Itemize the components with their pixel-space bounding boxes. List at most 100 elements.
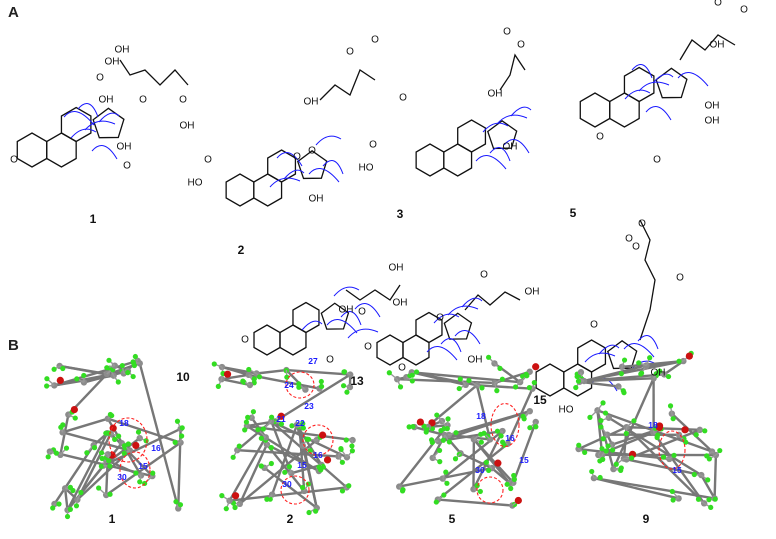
hydrogen-atom <box>133 470 139 476</box>
hydrogen-atom <box>443 469 449 475</box>
atom-label: O <box>596 131 604 143</box>
hydrogen-atom <box>67 506 73 512</box>
hydrogen-atom <box>576 442 582 448</box>
bond-stick <box>652 431 706 505</box>
hydrogen-atom <box>669 488 675 495</box>
hydrogen-atom <box>620 388 626 394</box>
atom-number-label: 15 <box>138 461 148 471</box>
hydrogen-atom <box>453 430 459 436</box>
hydrogen-atom <box>258 463 264 469</box>
hydrogen-atom <box>647 355 653 361</box>
noesy-correlation <box>285 371 315 399</box>
atom-label: O <box>653 154 661 166</box>
hydrogen-atom <box>485 354 492 360</box>
hmbc-arrow <box>447 305 479 316</box>
hydrogen-atom <box>91 445 98 451</box>
hydrogen-atom <box>299 484 306 491</box>
hydrogen-atom <box>603 448 609 454</box>
hydrogen-atom <box>573 384 579 391</box>
hmbc-arrow <box>440 338 462 353</box>
hydrogen-atom <box>497 365 503 371</box>
bond-stick <box>583 377 654 383</box>
hydrogen-atom <box>413 369 420 375</box>
hydrogen-atom <box>660 454 667 460</box>
compound-number: 3 <box>396 207 404 221</box>
hydrogen-atom <box>74 376 80 382</box>
bond-stick <box>105 441 182 497</box>
model-number: 1 <box>108 512 116 526</box>
atom-label: O <box>625 233 633 245</box>
atom-label: O <box>638 218 646 230</box>
bond-stick <box>266 443 320 473</box>
hydrogen-atom <box>243 419 250 425</box>
hydrogen-atom <box>691 471 697 478</box>
hmbc-arrow <box>637 335 659 350</box>
hydrogen-atom <box>452 456 459 462</box>
hydrogen-atom <box>441 492 447 498</box>
noesy-correlation <box>490 402 520 448</box>
hydrogen-atom <box>600 456 606 462</box>
hydrogen-atom <box>457 376 463 382</box>
hydrogen-atom <box>400 487 406 493</box>
hydrogen-atom <box>665 373 672 380</box>
atom-label: O <box>241 334 249 346</box>
atom-number-label: 27 <box>308 356 318 366</box>
hydrogen-atom <box>219 493 225 499</box>
atom-number-label: 30 <box>282 479 292 489</box>
hydrogen-atom <box>683 439 689 445</box>
hydrogen-atom <box>230 454 236 460</box>
bond-stick <box>593 476 679 500</box>
bond-stick <box>107 417 181 444</box>
hmbc-arrow <box>475 155 507 170</box>
hydrogen-atom <box>211 361 217 367</box>
hydrogen-atom <box>653 371 659 377</box>
hmbc-arrow <box>70 128 97 139</box>
hydrogen-atom <box>51 366 57 372</box>
hydrogen-atom <box>284 374 290 380</box>
hydrogen-atom <box>268 460 274 467</box>
hydrogen-atom <box>250 409 256 415</box>
hydrogen-atom <box>232 504 238 511</box>
bond-stick <box>460 452 493 470</box>
oxygen-atom <box>655 423 663 432</box>
bond-stick <box>271 424 299 495</box>
atom-label: O <box>398 362 406 374</box>
hydrogen-atom <box>344 389 350 395</box>
hydrogen-atom <box>670 416 676 422</box>
hmbc-arrow <box>84 120 116 131</box>
atom-label: OH <box>502 141 518 153</box>
hydrogen-atom <box>172 439 178 446</box>
hmbc-arrow <box>433 313 460 324</box>
hmbc-arrow <box>426 346 458 361</box>
hydrogen-atom <box>121 443 128 449</box>
hmbc-arrow <box>354 303 381 318</box>
atom-label: O <box>399 92 407 104</box>
atom-label: OH <box>98 94 114 106</box>
hydrogen-atom <box>346 483 352 489</box>
bond-stick <box>76 449 131 501</box>
compound-number: 10 <box>176 370 190 384</box>
oxygen-atom <box>428 419 436 427</box>
hydrogen-atom <box>397 384 404 390</box>
oxygen-atom <box>514 496 522 505</box>
atom-label: O <box>371 34 379 46</box>
hydrogen-atom <box>629 455 635 461</box>
hmbc-arrow <box>63 111 95 126</box>
hydrogen-atom <box>693 432 699 438</box>
atom-label: OH <box>487 88 503 100</box>
hydrogen-atom <box>409 372 415 378</box>
hydrogen-atom <box>589 468 595 475</box>
hydrogen-atom <box>527 425 533 431</box>
carbon-atom <box>577 369 585 376</box>
oxygen-atom <box>494 459 502 467</box>
hydrogen-atom <box>282 469 288 475</box>
hydrogen-atom <box>655 432 661 438</box>
ring-a <box>535 363 565 397</box>
ring-c <box>292 301 320 334</box>
carbon-atom <box>491 379 498 387</box>
hydrogen-atom <box>107 463 113 469</box>
atom-label: OH <box>338 304 354 316</box>
hmbc-arrow <box>598 344 620 355</box>
side-chain <box>119 59 189 86</box>
